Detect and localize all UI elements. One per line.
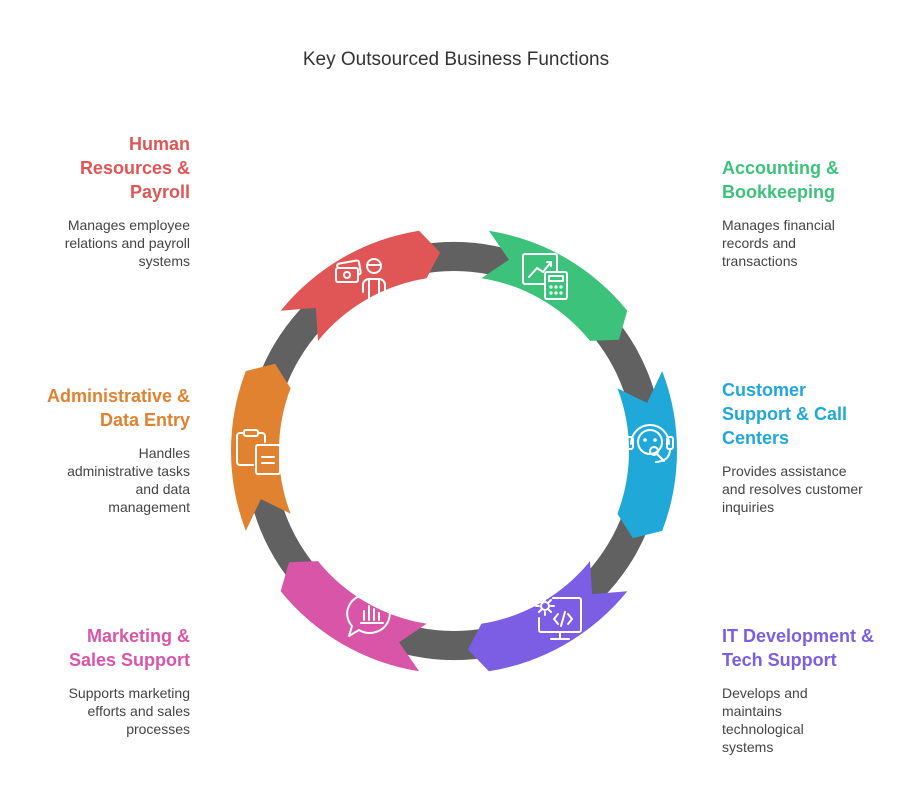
heading-human-resources: Human Resources & Payroll — [79, 134, 190, 202]
clipboard-document-icon — [236, 429, 281, 475]
gear-code-monitor-icon — [535, 596, 582, 640]
label-customer-support: Customer Support & Call Centers Provides… — [722, 378, 882, 516]
label-administrative: Administrative & Data Entry Handles admi… — [30, 384, 190, 516]
money-person-icon — [335, 258, 386, 305]
label-accounting: Accounting & Bookkeeping Manages financi… — [722, 156, 882, 270]
heading-customer-support: Customer Support & Call Centers — [722, 380, 847, 448]
desc-it-development: Develops and maintains technological sys… — [722, 685, 808, 755]
headset-agent-icon — [626, 424, 674, 463]
desc-accounting: Manages financial records and transactio… — [722, 217, 835, 269]
heading-administrative: Administrative & Data Entry — [46, 386, 190, 430]
wedge-human-resources — [280, 230, 441, 341]
chat-bar-chart-icon — [346, 593, 391, 637]
wedge-marketing — [280, 561, 427, 672]
heading-it-development: IT Development & Tech Support — [722, 626, 875, 670]
diagram-title: Key Outsourced Business Functions — [302, 49, 610, 70]
segment-wedges — [230, 230, 678, 672]
desc-human-resources: Manages employee relations and payroll s… — [64, 217, 190, 269]
desc-marketing: Supports marketing efforts and sales pro… — [68, 685, 190, 737]
wedge-administrative — [230, 363, 291, 531]
heading-marketing: Marketing & Sales Support — [68, 626, 190, 670]
label-it-development: IT Development & Tech Support Develops a… — [722, 624, 882, 756]
heading-accounting: Accounting & Bookkeeping — [722, 158, 839, 202]
desc-customer-support: Provides assistance and resolves custome… — [722, 463, 863, 515]
desc-administrative: Handles administrative tasks and data ma… — [67, 445, 190, 515]
label-human-resources: Human Resources & Payroll Manages employ… — [30, 132, 190, 270]
label-marketing: Marketing & Sales Support Supports marke… — [30, 624, 190, 738]
chart-calculator-icon — [522, 253, 568, 300]
wedge-it-development — [467, 561, 628, 672]
